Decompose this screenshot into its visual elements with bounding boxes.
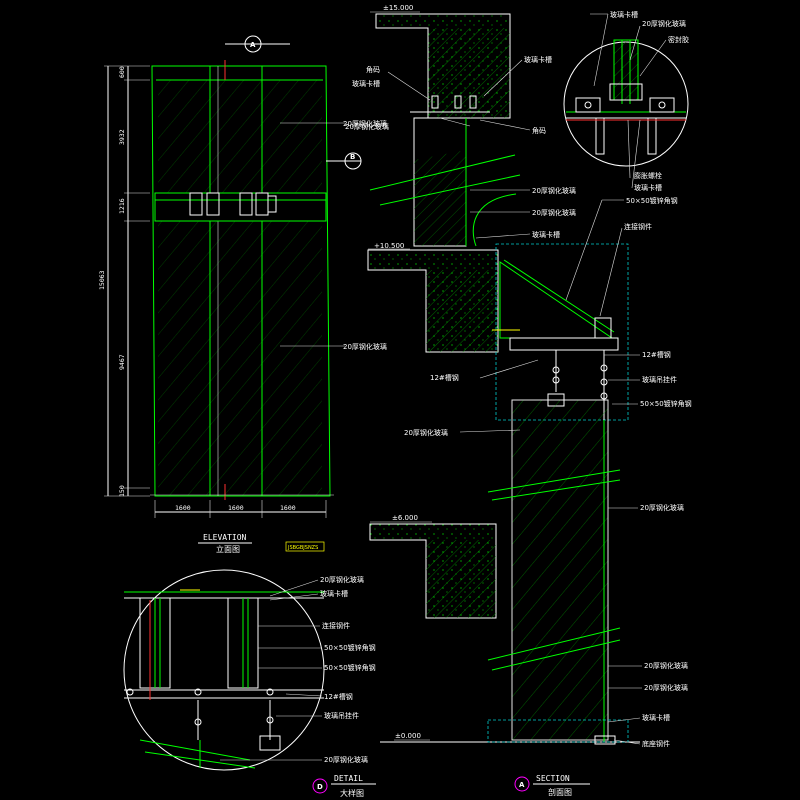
section-lower-glass xyxy=(511,399,609,741)
svg-text:剖面图: 剖面图 xyxy=(548,787,572,797)
elev-label-glass-top: 20厚钢化玻璃 xyxy=(343,119,387,128)
section-label-10: 12#槽钢 xyxy=(642,350,671,359)
dim-600: 600 xyxy=(118,66,126,78)
elevation-glass-field xyxy=(158,80,322,496)
detail-d-label-2: 连接钢件 xyxy=(322,621,350,630)
section-label-12: 玻璃吊挂件 xyxy=(642,375,677,384)
elevation-title-en: ELEVATION xyxy=(203,533,247,542)
dim-150: 150 xyxy=(118,485,126,497)
dim-h-3: 1600 xyxy=(280,504,296,512)
section-label-1: 玻璃卡槽 xyxy=(352,79,380,88)
level-6000: ±6.000 xyxy=(392,514,418,522)
section-label-0: 角码 xyxy=(366,65,380,74)
elevation-bubble-a: A xyxy=(225,35,290,53)
svg-text:A: A xyxy=(519,781,525,789)
section-label-18: 玻璃卡槽 xyxy=(642,713,670,722)
elev-label-glass-mid: 20厚钢化玻璃 xyxy=(343,342,387,351)
section-top-clamps xyxy=(410,95,490,113)
svg-text:SECTION: SECTION xyxy=(536,774,570,783)
level-10500: +10.500 xyxy=(374,242,404,250)
section-label-2: 玻璃卡槽 xyxy=(524,55,552,64)
detail-b-label-0: 玻璃卡槽 xyxy=(610,10,638,19)
section-label-13: 50×50镀锌角钢 xyxy=(640,399,692,408)
elevation-vertical-dims: 15063 600 3932 1216 9467 150 xyxy=(98,65,150,497)
detail-d: 20厚钢化玻璃 玻璃卡槽 连接钢件 50×50镀锌角钢 50×50镀锌角钢 12… xyxy=(123,569,376,798)
section-label-6: 20厚钢化玻璃 xyxy=(532,208,576,217)
section-label-9: 连接钢件 xyxy=(624,222,652,231)
section-label-19: 底座钢件 xyxy=(642,739,670,748)
elevation-fittings xyxy=(189,192,277,216)
section-label-7: 玻璃卡槽 xyxy=(532,230,560,239)
svg-text:DETAIL: DETAIL xyxy=(334,774,363,783)
elevation-stamp xyxy=(285,541,325,552)
level-15000: ±15.000 xyxy=(383,4,413,12)
svg-text:D: D xyxy=(317,783,323,791)
section-labels: 角码 玻璃卡槽 玻璃卡槽 20厚钢化玻璃 角码 20厚钢化玻璃 20厚钢化玻璃 … xyxy=(345,55,692,748)
section-label-17: 20厚钢化玻璃 xyxy=(644,683,688,692)
dim-1216: 1216 xyxy=(118,198,126,214)
dim-total: 15063 xyxy=(98,270,106,290)
detail-d-label-3: 50×50镀锌角钢 xyxy=(324,643,376,652)
elevation-horizontal-dims: 1600 1600 1600 xyxy=(154,500,327,518)
detail-d-title: D DETAIL 大样图 xyxy=(312,774,376,798)
section-title: A SECTION 剖面图 xyxy=(514,774,590,797)
section-label-15: 20厚钢化玻璃 xyxy=(640,503,684,512)
elevation-title-cn: 立面图 xyxy=(216,544,240,554)
dim-h-2: 1600 xyxy=(228,504,244,512)
detail-b: 玻璃卡槽 20厚钢化玻璃 密封胶 膨胀螺栓 玻璃卡槽 xyxy=(563,10,689,192)
detail-d-label-6: 玻璃吊挂件 xyxy=(324,711,359,720)
detail-b-label-4: 玻璃卡槽 xyxy=(634,183,662,192)
section-label-8: 50×50镀锌角钢 xyxy=(626,196,678,205)
detail-d-label-4: 50×50镀锌角钢 xyxy=(324,663,376,672)
section-view: ±15.000 +10.500 xyxy=(345,4,692,797)
section-label-3: 20厚钢化玻璃 xyxy=(345,122,389,131)
detail-b-label-3: 膨胀螺栓 xyxy=(634,171,662,180)
dim-9467: 9467 xyxy=(118,354,126,370)
svg-text:B: B xyxy=(350,153,355,161)
section-label-5: 20厚钢化玻璃 xyxy=(532,186,576,195)
level-0000: ±0.000 xyxy=(395,732,421,740)
elevation-outline xyxy=(151,65,331,497)
section-label-4: 角码 xyxy=(532,126,546,135)
detail-d-label-7: 20厚钢化玻璃 xyxy=(324,755,368,764)
detail-d-label-0: 20厚钢化玻璃 xyxy=(320,575,364,584)
detail-d-label-1: 玻璃卡槽 xyxy=(320,589,348,598)
section-label-11: 12#槽钢 xyxy=(430,373,459,382)
detail-d-label-5: 12#槽钢 xyxy=(324,692,353,701)
elevation-view: 15063 600 3932 1216 9467 150 1600 1600 1… xyxy=(98,35,387,554)
elevation-bubble-b: B xyxy=(326,152,362,170)
section-label-16: 20厚钢化玻璃 xyxy=(644,661,688,670)
detail-b-label-2: 密封胶 xyxy=(668,35,689,44)
svg-text:JSBGBJSNZS: JSBGBJSNZS xyxy=(287,545,318,551)
dim-h-1: 1600 xyxy=(175,504,191,512)
dim-3932: 3932 xyxy=(118,129,126,145)
svg-text:大样图: 大样图 xyxy=(340,788,364,798)
detail-b-label-1: 20厚钢化玻璃 xyxy=(642,19,686,28)
section-label-14: 20厚钢化玻璃 xyxy=(404,428,448,437)
svg-text:A: A xyxy=(250,41,256,49)
